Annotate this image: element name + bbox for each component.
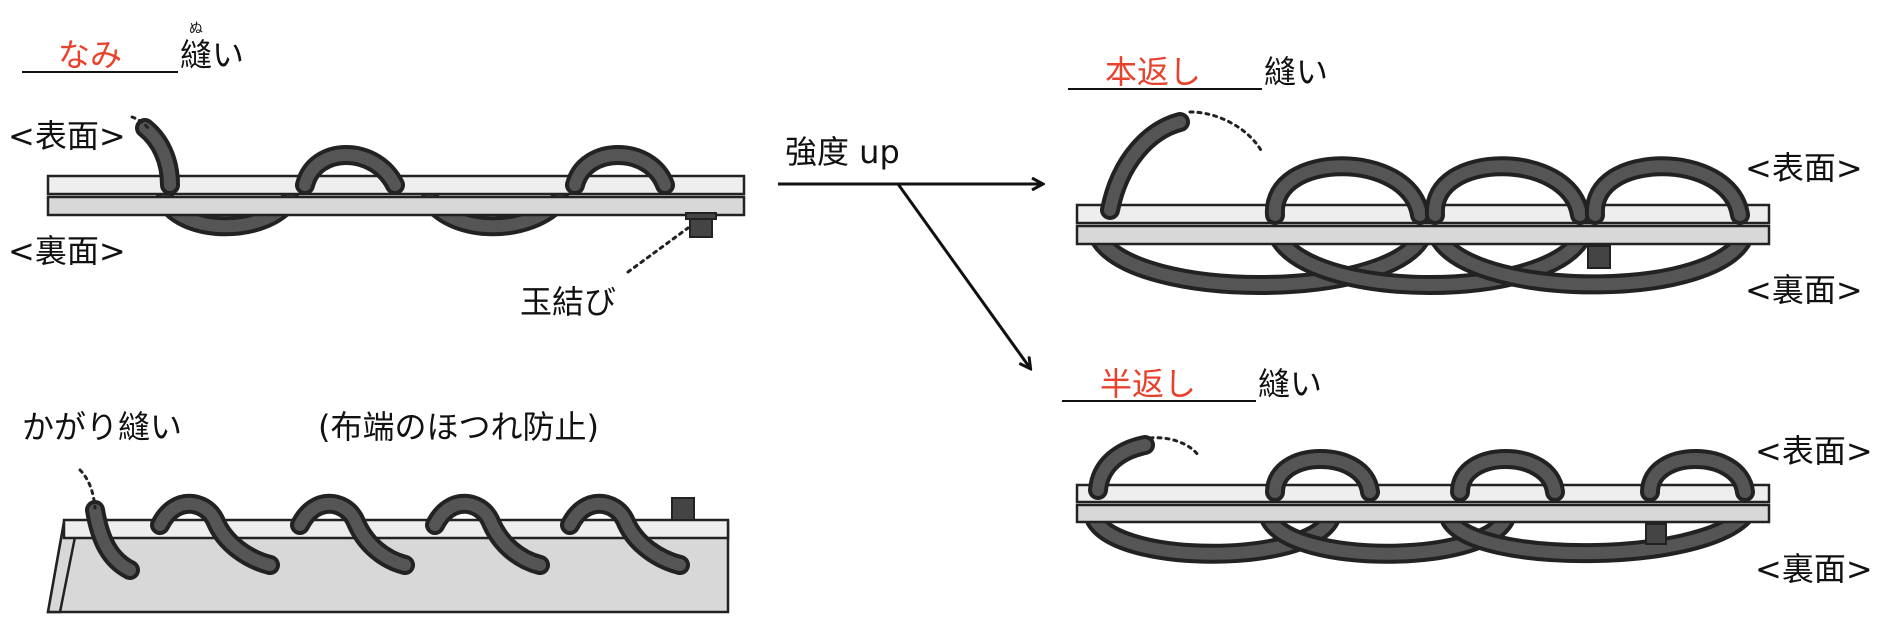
half-backstitch-title-highlight: 半返し — [1100, 365, 1196, 403]
overcast-note: (布端のほつれ防止) — [318, 408, 599, 446]
backstitch-thread-back — [1090, 225, 1755, 295]
backstitch-title-highlight: 本返し — [1105, 53, 1201, 91]
running-stitch-panel: なみ 縫い ぬ <表面> <裏面> 玉結び — [8, 21, 746, 321]
half-backstitch-thread-end-dotted — [1148, 436, 1200, 457]
strength-arrows: 強度 up — [778, 133, 1042, 368]
backstitch-thread-front — [1100, 112, 1750, 225]
running-knot-label: 玉結び — [520, 283, 616, 321]
running-knot-leader — [626, 226, 690, 274]
running-title-ruby: ぬ — [189, 21, 203, 37]
overcast-stitch-panel: かがり縫い (布端のほつれ防止) — [22, 408, 730, 614]
running-title-highlight: なみ — [58, 36, 122, 74]
half-backstitch-knot-icon — [1645, 523, 1667, 545]
half-backstitch-thread-front — [1088, 435, 1755, 502]
half-backstitch-title-suffix: 縫い — [1258, 365, 1322, 403]
half-backstitch-cloth-bottom — [1075, 503, 1771, 524]
half-backstitch-back-label: <裏面> — [1755, 550, 1873, 588]
arrow-label: 強度 up — [785, 133, 900, 171]
running-thread-end-dotted — [130, 115, 150, 130]
backstitch-front-label: <表面> — [1745, 149, 1863, 187]
backstitch-panel: 本返し 縫い <表面> <裏面> — [1068, 53, 1863, 309]
overcast-title: かがり縫い — [22, 408, 182, 446]
running-thread-front — [135, 118, 675, 195]
overcast-thread-end-dotted — [78, 468, 97, 510]
backstitch-knot-icon — [1587, 245, 1611, 269]
backstitch-cloth-bottom — [1075, 224, 1771, 246]
overcast-thread — [85, 493, 690, 580]
half-backstitch-cloth-top — [1075, 483, 1771, 504]
half-backstitch-thread-back — [1085, 505, 1755, 564]
backstitch-title-suffix: 縫い — [1264, 53, 1328, 91]
half-backstitch-panel: 半返し 縫い <表面> <裏面> — [1062, 365, 1873, 588]
overcast-knot-icon — [671, 497, 695, 521]
arrow-to-half-backstitch — [896, 183, 1030, 368]
backstitch-back-label: <裏面> — [1745, 271, 1863, 309]
half-backstitch-front-label: <表面> — [1755, 432, 1873, 470]
running-back-label: <裏面> — [8, 232, 126, 270]
running-cloth-bottom — [46, 195, 746, 217]
running-front-label: <表面> — [8, 117, 126, 155]
backstitch-thread-end-dotted — [1188, 110, 1264, 154]
running-title-suffix: 縫い — [180, 36, 244, 74]
